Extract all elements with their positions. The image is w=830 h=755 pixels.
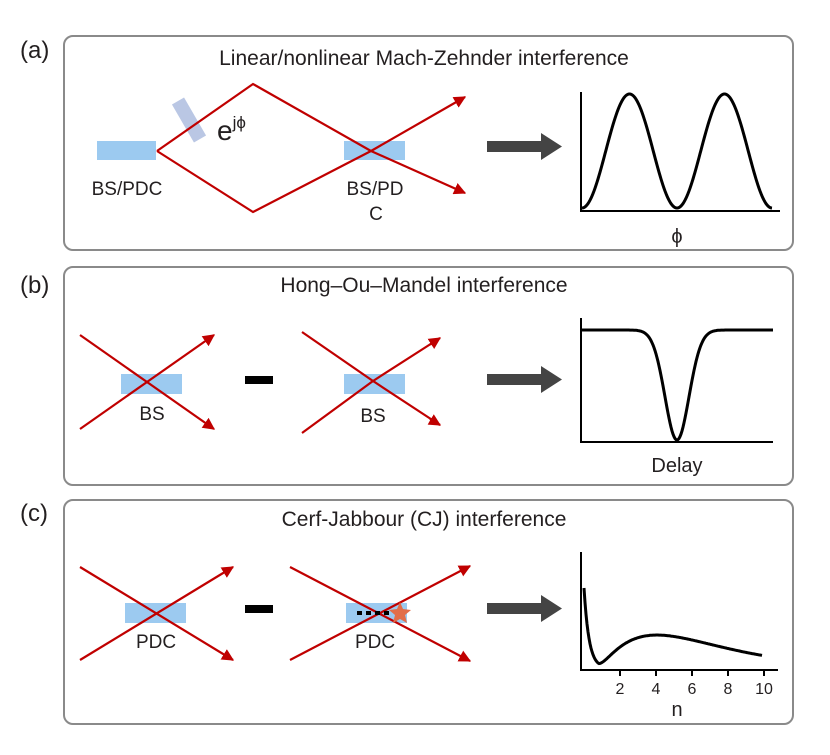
plot-c-tick-label: 8 xyxy=(724,681,733,698)
panel-b-title: Hong–Ou–Mandel interference xyxy=(280,274,567,297)
minus-sign-b xyxy=(245,376,273,384)
panel-b-tag: (b) xyxy=(20,272,49,299)
panel-b-frame xyxy=(63,266,794,486)
phase-label: ejϕ xyxy=(217,113,246,146)
plot-c-tick-label: 4 xyxy=(652,681,661,698)
plot-c-tick-label: 2 xyxy=(616,681,625,698)
panel-c: (c) Cerf-Jabbour (CJ) interference PDC P… xyxy=(20,499,794,725)
minus-sign-c xyxy=(245,605,273,613)
star-marker-icon xyxy=(389,602,411,623)
arrow-right-icon xyxy=(487,595,562,622)
panel-b: (b) Hong–Ou–Mandel interference BS BS De… xyxy=(20,266,794,486)
plot-b-axes xyxy=(580,318,773,443)
phase-plate-icon xyxy=(171,97,207,143)
plot-a-curve xyxy=(581,92,773,210)
plot-a-xlabel: ϕ xyxy=(671,226,682,248)
plot-c-axes xyxy=(580,552,778,671)
plot-b-curve xyxy=(582,328,773,442)
beam-hom-left-2 xyxy=(79,334,215,430)
plot-c-tick-label: 6 xyxy=(688,681,697,698)
panel-a: (a) Linear/nonlinear Mach-Zehnder interf… xyxy=(20,35,794,251)
panel-a-title: Linear/nonlinear Mach-Zehnder interferen… xyxy=(219,47,629,70)
beam-splitter-right xyxy=(344,141,405,160)
output-beam-upper xyxy=(370,96,467,152)
panel-c-title: Cerf-Jabbour (CJ) interference xyxy=(282,508,567,531)
plot-b-xlabel: Delay xyxy=(651,455,702,477)
panel-a-tag: (a) xyxy=(20,37,49,64)
beam-hom-right-lower xyxy=(301,379,441,434)
plot-a: ϕ xyxy=(580,92,780,248)
label-bs-pdc-right-1: BS/PD xyxy=(346,179,403,200)
panel-c-tag: (c) xyxy=(20,500,48,527)
label-pdc-left: PDC xyxy=(136,632,176,653)
plot-c-tick-label: 10 xyxy=(755,681,773,698)
lower-path xyxy=(156,150,372,214)
output-beam-lower xyxy=(370,149,467,195)
plot-c: 2 4 6 8 10 n xyxy=(580,552,778,721)
beam-hom-right-upper xyxy=(301,331,441,383)
plot-b: Delay xyxy=(580,318,773,477)
panel-c-frame xyxy=(63,499,794,725)
plot-c-xlabel: n xyxy=(671,699,682,721)
beam-splitter-left xyxy=(97,141,156,160)
plot-a-axes xyxy=(580,92,780,212)
arrow-right-icon xyxy=(487,133,562,160)
plot-c-curve xyxy=(582,587,763,666)
label-bs-pdc-right-2: C xyxy=(369,204,383,225)
label-bs-pdc-left: BS/PDC xyxy=(92,179,163,200)
label-bs-hom-right: BS xyxy=(360,406,385,427)
panel-a-frame xyxy=(63,35,794,251)
arrowhead-hom-upper xyxy=(427,337,442,350)
arrowhead-hom-lower xyxy=(427,414,442,426)
upper-path xyxy=(156,82,372,152)
beam-splitter-hom-right xyxy=(344,374,405,394)
label-pdc-right: PDC xyxy=(355,632,395,653)
label-bs-hom-left: BS xyxy=(139,404,164,425)
beam-cj-left-2 xyxy=(79,566,235,661)
arrow-right-icon xyxy=(487,366,562,393)
